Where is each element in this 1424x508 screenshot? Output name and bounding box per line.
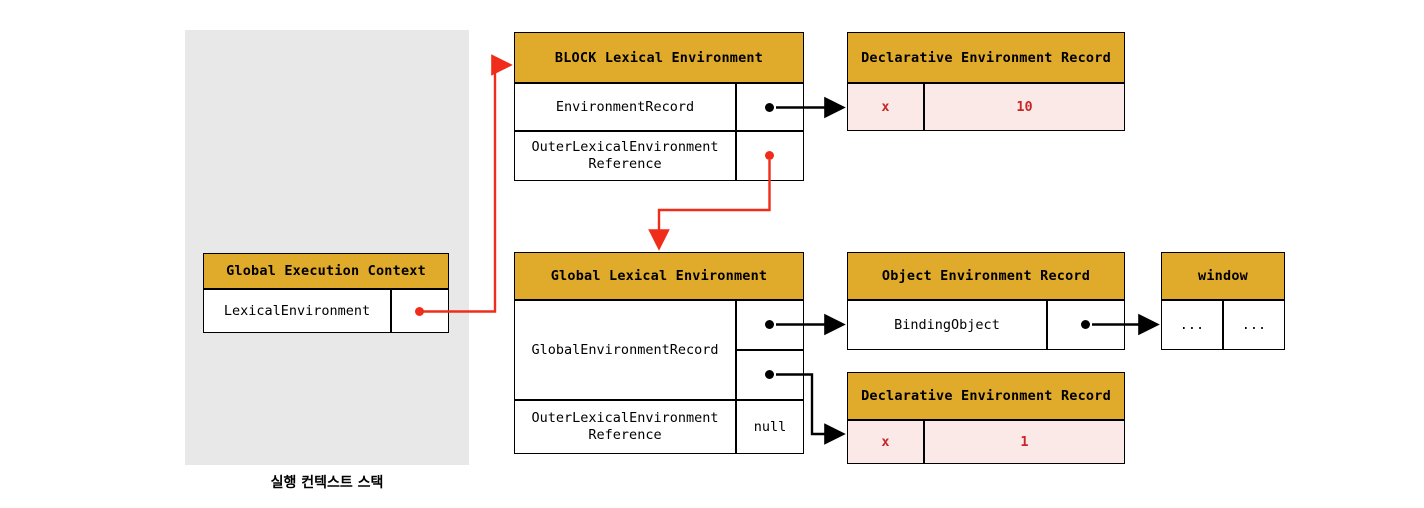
block-environmentrecord-label: EnvironmentRecord: [514, 83, 736, 131]
global-outer-reference-label: OuterLexicalEnvironment Reference: [514, 400, 736, 454]
window-cell-1: ...: [1223, 300, 1285, 350]
object-environment-record-bindingobject-label: BindingObject: [847, 300, 1047, 350]
lexicalenvironment-pointer-dot: [415, 307, 424, 316]
block-declarative-binding-value: 10: [924, 83, 1125, 131]
global-execution-context-title: Global Execution Context: [203, 253, 449, 289]
global-outer-reference-value: null: [736, 400, 804, 454]
block-lexical-environment-title: BLOCK Lexical Environment: [514, 32, 804, 83]
global-lexical-environment-title: Global Lexical Environment: [514, 252, 804, 300]
block-declarative-environment-record-title: Declarative Environment Record: [847, 32, 1125, 83]
global-declarative-binding-value: 1: [924, 420, 1125, 464]
block-environmentrecord-pointer-dot: [765, 103, 774, 112]
bindingobject-pointer-dot: [1081, 320, 1090, 329]
execution-context-stack-background: [185, 30, 469, 465]
execution-context-stack-caption: 실행 컨텍스트 스택: [270, 475, 384, 491]
block-outer-reference-pointer-dot: [765, 151, 774, 160]
window-cell-0: ...: [1161, 300, 1223, 350]
global-declarative-environment-record-title: Declarative Environment Record: [847, 372, 1125, 420]
global-environmentrecord-pointer-top-dot: [765, 320, 774, 329]
window-object-title: window: [1161, 252, 1285, 300]
block-declarative-binding-name: x: [847, 83, 924, 131]
global-environmentrecord-label: GlobalEnvironmentRecord: [514, 300, 736, 400]
global-environmentrecord-pointer-bottom-dot: [765, 370, 774, 379]
global-execution-context-row-lexicalenvironment-label: LexicalEnvironment: [203, 289, 391, 333]
global-declarative-binding-name: x: [847, 420, 924, 464]
block-outer-reference-label: OuterLexicalEnvironment Reference: [514, 131, 736, 181]
object-environment-record-title: Object Environment Record: [847, 252, 1125, 300]
